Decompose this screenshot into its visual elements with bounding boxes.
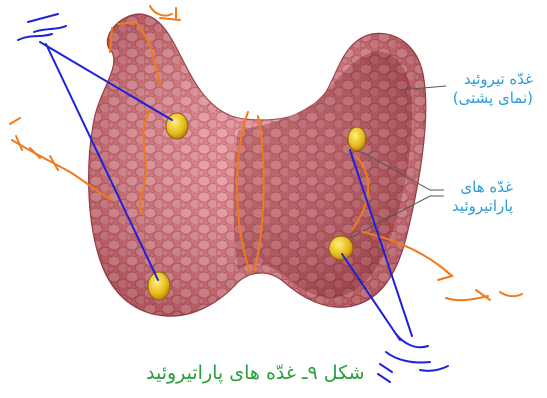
- blue-scribble-top-left: [18, 14, 66, 40]
- thyroid-label-line1: غدّه تیروئید: [453, 70, 533, 89]
- parathyroid-lower-right: [329, 236, 353, 260]
- orange-scribble-bottom-right: [446, 290, 522, 300]
- parathyroid-upper-left: [166, 113, 188, 139]
- orange-scribble-top: [150, 6, 180, 20]
- thyroid-shading: [89, 14, 426, 316]
- parathyroid-lower-left: [148, 272, 170, 300]
- parathyroid-upper-right: [348, 127, 366, 151]
- parathyroid-label: غدّه های پاراتیروئید: [452, 178, 513, 216]
- thyroid-label: غدّه تیروئید (نمای پشتی): [453, 70, 533, 108]
- figure-caption: شکل ۹ـ غدّه های پاراتیروئید: [146, 362, 365, 384]
- parathyroid-label-line2: پاراتیروئید: [452, 197, 513, 216]
- blue-scribble-bottom: [386, 334, 448, 371]
- thyroid-label-line2: (نمای پشتی): [453, 89, 533, 108]
- parathyroid-label-line1: غدّه های: [452, 178, 513, 197]
